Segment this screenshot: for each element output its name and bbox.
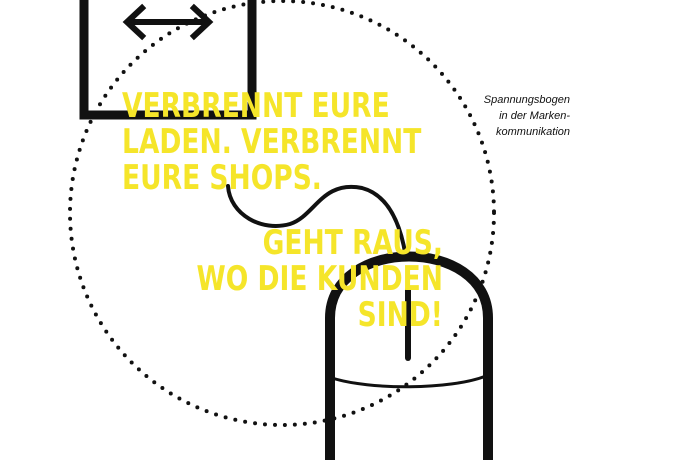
headline-bottom-line: GEHT RAUS, [262,223,443,263]
caption-line: Spannungsbogen [483,94,570,106]
headline-top-line: VERBRENNT EURE [122,86,390,126]
headline-top-line: EURE SHOPS. [122,158,322,198]
window-frame-icon [79,0,257,120]
computer-mouse-icon [325,251,493,460]
dotted-circle [68,0,496,427]
headline-bottom-line: SIND! [357,295,443,335]
caption-line: kommunikation [496,126,570,138]
headline-bottom-line: WO DIE KUNDEN [196,259,443,299]
caption: Spannungsbogen in der Marken- kommunikat… [484,92,570,140]
headline-top-line: LADEN. VERBRENNT [122,122,422,162]
headline-top: VERBRENNT EURE LADEN. VERBRENNT EURE SHO… [122,88,421,196]
double-arrow-icon [122,3,214,41]
headline-bottom: GEHT RAUS, WO DIE KUNDEN SIND! [197,225,443,333]
caption-line: in der Marken- [499,110,570,122]
mouse-cable-icon [226,184,408,260]
